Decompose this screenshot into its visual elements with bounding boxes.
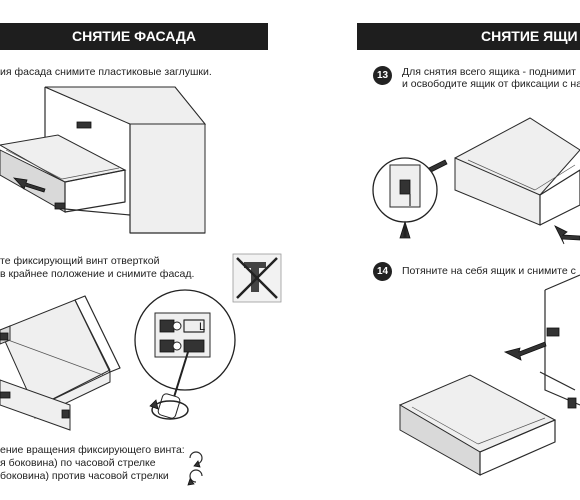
side-label-L: L xyxy=(199,321,205,333)
rotation-direction-line3: боковина) против часовой стрелки xyxy=(0,470,169,482)
rotation-direction-line1: ение вращения фиксирующего винта: xyxy=(0,444,185,456)
cabinet-open-drawer-illustration xyxy=(0,86,207,234)
step-loosen-screw-line1: те фиксирующий винт отверткой xyxy=(0,255,160,267)
step-loosen-screw-line2: в крайнее положение и снимите фасад. xyxy=(0,268,195,280)
step-13-badge: 13 xyxy=(373,66,392,85)
header-remove-drawer: СНЯТИЕ ЯЩИ xyxy=(357,23,580,50)
drawer-lift-illustration xyxy=(372,117,580,245)
rotation-direction-line2: я боковина) по часовой стрелке xyxy=(0,457,156,469)
clockwise-arrow-icon xyxy=(189,451,203,468)
crossed-out-tool-icon xyxy=(232,253,282,303)
step-remove-caps-text: ия фасада снимите пластиковые заглушки. xyxy=(0,66,212,78)
step-13-line2: и освободите ящик от фиксации с напр xyxy=(402,78,580,90)
step-14-line1: Потяните на себя ящик и снимите с xyxy=(402,265,576,277)
step-14-badge: 14 xyxy=(373,262,392,281)
drawer-facade-illustration xyxy=(0,295,121,431)
header-remove-facade: СНЯТИЕ ФАСАДА xyxy=(0,23,268,50)
magnified-screw-detail xyxy=(134,289,236,420)
drawer-pull-out-illustration xyxy=(398,274,580,476)
counterclockwise-arrow-icon xyxy=(187,469,203,486)
step-13-line1: Для снятия всего ящика - поднимит xyxy=(402,66,576,78)
